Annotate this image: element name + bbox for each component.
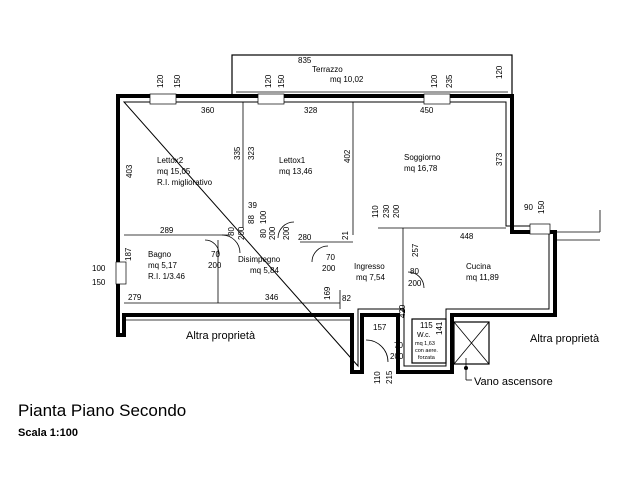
dim-257: 257 xyxy=(411,243,420,257)
room-wc-name: W.c. xyxy=(417,332,431,339)
room-bagno-name: Bagno xyxy=(148,250,172,259)
dim-328: 328 xyxy=(304,106,318,115)
dim-835: 835 xyxy=(298,56,312,65)
dim-110b: 110 xyxy=(373,371,382,384)
window-letto2 xyxy=(149,93,177,105)
dim-70a: 70 xyxy=(211,250,220,259)
dim-215: 215 xyxy=(385,370,394,384)
room-terrazzo-area: mq 10,02 xyxy=(330,75,364,84)
dim-80b: 80 xyxy=(259,229,268,238)
window-soggiorno xyxy=(423,93,451,105)
dim-187: 187 xyxy=(124,247,133,261)
altra-proprieta-right: Altra proprietà xyxy=(530,333,600,345)
door-letto2 xyxy=(221,234,241,254)
room-cucina-area: mq 11,89 xyxy=(466,273,499,282)
dim-448: 448 xyxy=(460,232,474,241)
window-cucina xyxy=(529,223,551,235)
dim-39: 39 xyxy=(248,201,257,210)
dim-289: 289 xyxy=(160,226,174,235)
altra-proprieta-left: Altra proprietà xyxy=(186,330,256,342)
vano-ascensore-label: Vano ascensore xyxy=(474,376,553,388)
dim-360: 360 xyxy=(201,106,215,115)
dim-169: 169 xyxy=(323,286,332,300)
dim-21: 21 xyxy=(341,231,350,240)
dim-80c: 80 xyxy=(410,267,419,276)
plan-title: Pianta Piano Secondo xyxy=(18,401,186,420)
room-terrazzo-name: Terrazzo xyxy=(312,65,343,74)
room-soggiorno-name: Soggiorno xyxy=(404,153,441,162)
dim-120a: 120 xyxy=(156,74,165,88)
lift-cross-b xyxy=(453,321,490,365)
room-letto1-name: Lettox1 xyxy=(279,156,306,165)
dim-141: 141 xyxy=(435,321,444,335)
dim-200g: 200 xyxy=(408,279,422,288)
plan-scale: Scala 1:100 xyxy=(18,427,78,439)
dim-90: 90 xyxy=(524,203,533,212)
door-entrance xyxy=(365,339,389,363)
window-bagno xyxy=(115,261,127,285)
room-letto1-area: mq 13,46 xyxy=(279,167,313,176)
dim-420: 420 xyxy=(398,304,407,318)
dim-200b: 200 xyxy=(268,226,277,240)
room-letto2-name: Lettox2 xyxy=(157,156,184,165)
lift-leader-dot xyxy=(464,366,468,370)
room-letto2-note: R.I. migliorativo xyxy=(157,178,213,187)
door-letto1 xyxy=(277,221,295,239)
room-disimpegno-area: mq 5,84 xyxy=(250,266,279,275)
dim-80a: 80 xyxy=(227,227,236,236)
dim-110a: 110 xyxy=(371,205,380,218)
dim-120b: 120 xyxy=(264,74,273,88)
dim-335: 335 xyxy=(233,146,242,160)
room-wc-note1: con aere. xyxy=(415,348,438,354)
wc-outline xyxy=(411,318,447,364)
room-bagno-area: mq 5,17 xyxy=(148,261,177,270)
dim-235: 235 xyxy=(445,74,454,88)
dim-323: 323 xyxy=(247,146,256,160)
dim-150b: 150 xyxy=(277,74,286,88)
room-wc-area: mq 1,63 xyxy=(415,341,435,347)
dim-200d: 200 xyxy=(392,204,401,218)
dim-200h: 200 xyxy=(390,352,404,361)
room-cucina-name: Cucina xyxy=(466,262,491,271)
room-wc-note2: forzata xyxy=(418,355,436,361)
dim-150c: 150 xyxy=(537,200,546,214)
dim-120d: 120 xyxy=(495,65,504,79)
dim-120c: 120 xyxy=(430,74,439,88)
dim-200e: 200 xyxy=(208,261,222,270)
terrazzo-outline xyxy=(231,54,513,96)
dim-157: 157 xyxy=(373,323,387,332)
dim-115: 115 xyxy=(420,321,433,330)
dim-82: 82 xyxy=(342,294,351,303)
room-soggiorno-area: mq 16,78 xyxy=(404,164,438,173)
dim-150d: 150 xyxy=(92,278,106,287)
room-disimpegno-name: Disimpegno xyxy=(238,255,281,264)
door-bagno xyxy=(204,239,220,255)
window-letto1 xyxy=(257,93,285,105)
dim-373: 373 xyxy=(495,152,504,166)
dim-150a: 150 xyxy=(173,74,182,88)
room-ingresso-name: Ingresso xyxy=(354,262,385,271)
door-ingresso xyxy=(311,245,329,263)
room-bagno-note: R.I. 1/3.46 xyxy=(148,272,185,281)
dim-200c: 200 xyxy=(282,226,291,240)
room-letto2-area: mq 15,05 xyxy=(157,167,191,176)
room-ingresso-area: mq 7,54 xyxy=(356,273,385,282)
door-cucina xyxy=(407,271,425,289)
dim-402: 402 xyxy=(343,149,352,163)
dim-346: 346 xyxy=(265,293,279,302)
dim-230: 230 xyxy=(382,204,391,218)
dim-100b: 100 xyxy=(92,264,106,273)
dim-88: 88 xyxy=(247,215,256,224)
dim-200a: 200 xyxy=(237,226,246,240)
dim-403: 403 xyxy=(125,164,134,178)
dim-280: 280 xyxy=(298,233,312,242)
dim-70c: 70 xyxy=(394,341,403,350)
dim-279: 279 xyxy=(128,293,142,302)
dim-200f: 200 xyxy=(322,264,336,273)
dim-450: 450 xyxy=(420,106,434,115)
dim-70b: 70 xyxy=(326,253,335,262)
dim-100a: 100 xyxy=(259,210,268,224)
